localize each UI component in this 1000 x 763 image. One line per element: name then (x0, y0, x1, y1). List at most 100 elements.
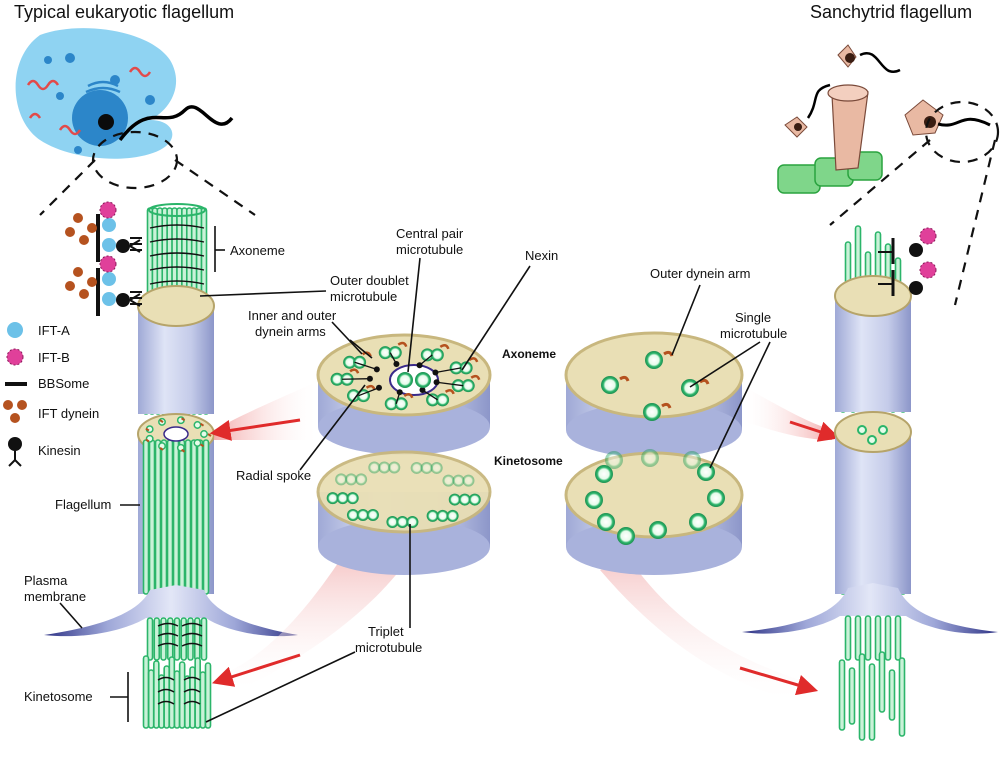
transition-crossbar (157, 632, 203, 637)
kinetosome-tubule (194, 657, 201, 729)
sanchytrid-ift (878, 227, 937, 296)
flagellum-tubule (172, 439, 180, 595)
flagellum-tubule (160, 439, 168, 595)
bbsome-icon (96, 268, 100, 316)
flagellum-tubule (202, 439, 210, 595)
triplet-tubule (356, 508, 369, 521)
legend: IFT-A IFT-B BBSome IFT dynein Kinesin (3, 322, 99, 467)
axoneme-crossbar (149, 266, 205, 271)
sanchytrid-axoneme-cross-section (564, 331, 744, 458)
ift-dynein-icon (3, 400, 27, 423)
central-pair-tubule (397, 372, 413, 388)
triplet-tubule (366, 508, 379, 521)
dynein-arm (365, 384, 376, 391)
ift-dynein-icon (79, 235, 89, 245)
mini-dynein-arm (181, 417, 186, 422)
radial-spoke (422, 389, 438, 401)
dynein-arm (349, 368, 360, 374)
transition-singlet (844, 615, 852, 661)
flagellum-tubule (142, 439, 150, 595)
kinetosome-cross-section (316, 450, 492, 575)
dynein-arm (361, 351, 372, 357)
mini-dynein-arm (159, 447, 164, 451)
kinetosome-singlet-tubule (868, 663, 876, 741)
triplet-tubule (452, 474, 465, 487)
label-plasma-2: membrane (24, 589, 86, 604)
outer-doublet (343, 355, 357, 369)
ift-dynein-icon (87, 223, 97, 233)
outer-doublet (394, 397, 408, 411)
ift-a-icon (102, 218, 116, 232)
label-axoneme: Axoneme (230, 243, 285, 258)
outer-doublet (449, 361, 463, 375)
outer-doublet (426, 393, 440, 407)
ift-a-icon (102, 272, 116, 286)
bbsome-icon (5, 382, 27, 386)
label-inner-outer-1: Inner and outer (248, 308, 337, 323)
outer-dynein-arm (699, 378, 710, 385)
kinetosome-singlet (697, 463, 715, 481)
axoneme-crossbar (149, 224, 205, 229)
ift-dynein-icon (87, 277, 97, 287)
kinesin-icon (116, 293, 130, 307)
kinetosome-tubule (204, 662, 212, 729)
radial-spoke (354, 361, 378, 370)
triplet-tubule (420, 461, 433, 474)
transition-crossbar (157, 642, 203, 647)
flagellum-tubule (148, 439, 156, 595)
triplet-tubule (326, 492, 339, 505)
single-microtubule (601, 376, 619, 394)
sanchytrid-flagellum-structure (742, 225, 998, 741)
axoneme-crossbar (149, 280, 205, 285)
triplet-tubule (442, 474, 455, 487)
spoke-head (419, 387, 426, 394)
mini-dynein-arm (159, 419, 164, 423)
outer-dynein-arm (661, 402, 672, 409)
outer-doublet (330, 372, 344, 386)
triplet-tubule (430, 461, 443, 474)
legend-ift-b: IFT-B (38, 350, 70, 365)
axoneme-cross-section (316, 333, 492, 455)
dynein-arm (468, 357, 479, 363)
dynein-arm (470, 374, 481, 381)
triplet-tubule (335, 473, 348, 486)
spoke-head (416, 362, 423, 369)
title-left: Typical eukaryotic flagellum (14, 2, 234, 22)
label-plasma-1: Plasma (24, 573, 68, 588)
mini-doublet (193, 439, 202, 447)
label-radial-spoke: Radial spoke (236, 468, 311, 483)
dynein-arm (403, 392, 414, 399)
triplet-tubule (468, 493, 481, 506)
triplet-tubule (368, 461, 381, 474)
ift-b-icon (6, 348, 24, 366)
triplet-tubule (346, 492, 359, 505)
triplet-tubule (426, 509, 439, 522)
legend-ift-dynein: IFT dynein (38, 406, 99, 421)
kinetosome-crossbar (157, 676, 201, 681)
triplet-tubule (436, 509, 449, 522)
kinetosome-tubule (153, 660, 160, 729)
label-kinetosome: Kinetosome (24, 689, 93, 704)
kinetosome-singlet (617, 527, 635, 545)
outer-dynein-arm (663, 350, 674, 357)
beam-upper-right (740, 385, 832, 440)
sanchytrid-illustration (777, 44, 991, 194)
outer-doublet (420, 348, 434, 362)
transition-tubule (153, 617, 161, 661)
transition-crossbar (157, 622, 203, 627)
sanchytrid-kinetosome-cross-section (564, 449, 744, 575)
mini-dynein-arm (145, 427, 150, 432)
kinetosome-tubule (173, 670, 181, 729)
triplet-tubule (346, 508, 359, 521)
radial-spoke (435, 367, 462, 374)
triplet-tubule (336, 492, 349, 505)
central-pair-tubule (415, 372, 431, 388)
ift-dynein-icon (73, 213, 83, 223)
ift-a-icon (102, 238, 116, 252)
spoke-head (393, 361, 400, 368)
triplet-tubule (388, 461, 401, 474)
kinetosome-singlet (683, 451, 701, 469)
transition-singlet (884, 615, 892, 661)
kinetosome-crossbar (157, 700, 201, 705)
label-triplet-1: Triplet (368, 624, 404, 639)
